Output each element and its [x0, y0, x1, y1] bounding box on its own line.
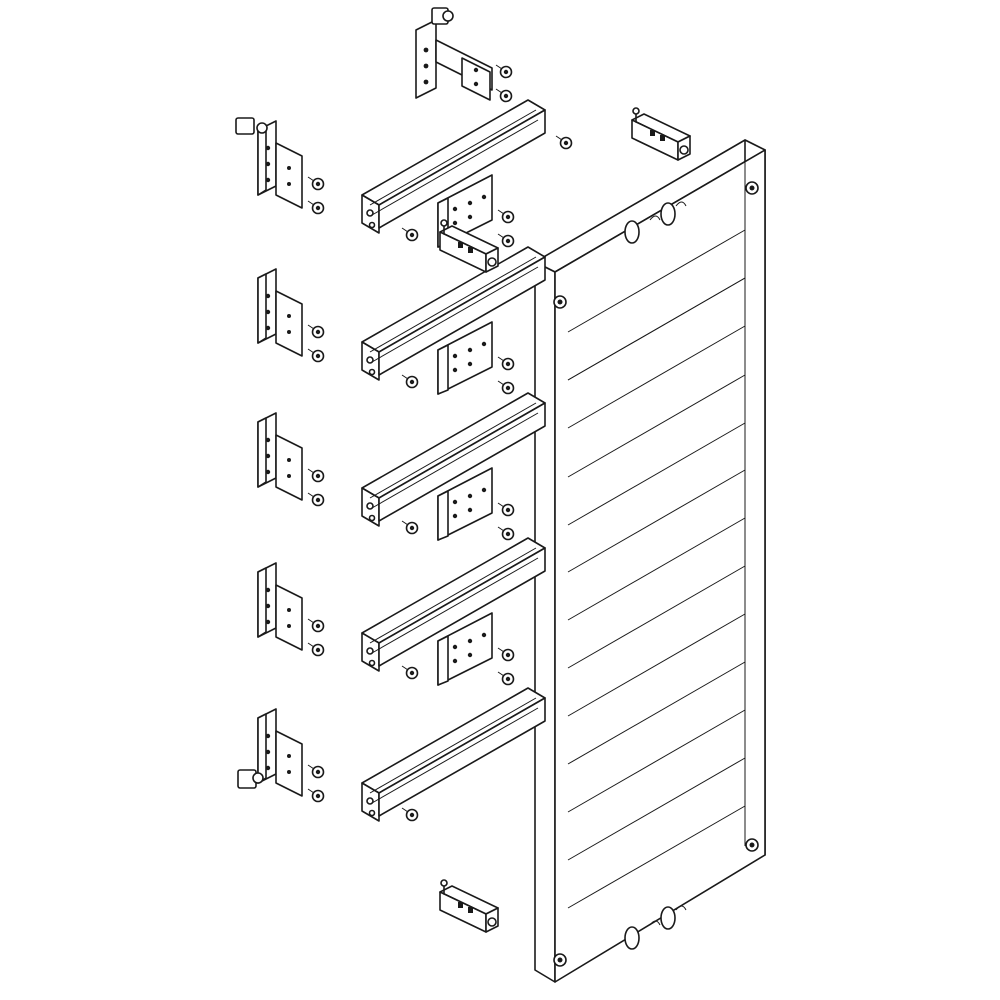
rail-screw-3a	[497, 502, 515, 517]
rail-end-screw-1	[401, 227, 419, 242]
rail-screw-4b	[497, 671, 515, 686]
rail-screw-1a	[497, 209, 515, 224]
bracket-screw-3b	[307, 492, 325, 507]
terminal-block-3	[439, 879, 499, 933]
rail-end-screw-5	[401, 807, 419, 822]
left-bracket-2	[257, 268, 325, 363]
din-rail-4	[361, 537, 546, 686]
din-rail-5	[361, 687, 546, 822]
rail-end-screw-3	[401, 520, 419, 535]
terminal-block-1	[631, 107, 691, 161]
cover-slot-bottom	[624, 905, 687, 950]
top-mounting-bracket	[415, 7, 493, 101]
cover-screw-bottom-right	[745, 838, 759, 852]
rail-screw-2a	[497, 356, 515, 371]
left-bracket-4	[257, 562, 325, 657]
bracket-screw-4b	[307, 642, 325, 657]
din-rail-2	[361, 246, 546, 395]
bracket-screw-2a	[307, 324, 325, 339]
top-bracket-plate	[415, 19, 437, 99]
bracket-screw-2b	[307, 348, 325, 363]
din-rail-1	[361, 99, 546, 248]
din-rail-3	[361, 392, 546, 541]
cover-screw-top-right	[745, 181, 759, 195]
cover-screw-top-left	[553, 295, 567, 309]
left-bracket-3	[257, 412, 325, 507]
bracket-screw-5a	[307, 764, 325, 779]
bracket-screw-4a	[307, 618, 325, 633]
rail-end-screw-2	[401, 374, 419, 389]
bracket-screw-5b	[307, 788, 325, 803]
rail-screw-1b	[497, 233, 515, 248]
cover-panel-face	[554, 149, 766, 983]
top-bracket-screw-a	[495, 64, 513, 79]
left-bracket-1	[235, 117, 325, 215]
cover-panel-left-edge	[534, 261, 556, 983]
cover-panel	[534, 139, 766, 983]
bracket-screw-3a	[307, 468, 325, 483]
rail-screw-3b	[497, 526, 515, 541]
cover-screw-bottom-left	[553, 953, 567, 967]
cover-slot-top	[624, 201, 687, 244]
cover-panel-label-lines	[567, 229, 746, 909]
loose-screw-top	[555, 135, 573, 150]
bracket-screw-1a	[307, 176, 325, 191]
rail-screw-4a	[497, 647, 515, 662]
terminal-block-2	[439, 219, 499, 273]
bracket-screw-1b	[307, 200, 325, 215]
rail-end-screw-4	[401, 665, 419, 680]
left-bracket-5	[237, 708, 325, 803]
rail-screw-2b	[497, 380, 515, 395]
top-bracket-screw-b	[495, 88, 513, 103]
